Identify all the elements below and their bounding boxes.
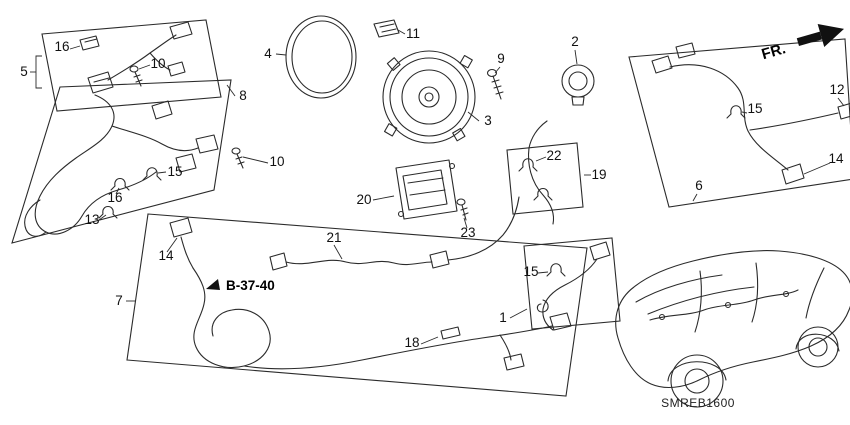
front-wheel bbox=[670, 354, 724, 408]
group-box-6 bbox=[628, 38, 850, 208]
group-box-8 bbox=[11, 79, 232, 244]
leader-lines bbox=[30, 29, 845, 345]
bolt-9 bbox=[486, 68, 504, 100]
group-box-19 bbox=[506, 142, 584, 215]
callout-4: 4 bbox=[264, 46, 272, 61]
harness-6 bbox=[651, 42, 850, 185]
harness-ref-label: B-37-40 bbox=[226, 278, 275, 293]
car-body-outline bbox=[615, 250, 850, 408]
speaker-3 bbox=[382, 50, 476, 144]
clamp-15-left bbox=[142, 167, 162, 181]
speaker-gasket-4 bbox=[285, 15, 357, 99]
connector-11 bbox=[373, 19, 400, 38]
cable-21 bbox=[269, 196, 520, 271]
group-boxes bbox=[11, 19, 850, 397]
bolt-10-left bbox=[231, 147, 245, 169]
harness-1 bbox=[536, 241, 611, 331]
callout-7: 7 bbox=[115, 293, 123, 308]
callout-2: 2 bbox=[571, 34, 579, 49]
clamp-15-bottom bbox=[546, 263, 566, 277]
ref-arrow-icon bbox=[206, 279, 220, 290]
clip-18 bbox=[440, 326, 461, 340]
car-antenna-routing bbox=[649, 289, 799, 321]
callout-9: 9 bbox=[497, 51, 505, 66]
harness-8 bbox=[24, 94, 219, 237]
callout-3: 3 bbox=[484, 113, 492, 128]
connector-16-top bbox=[79, 35, 100, 51]
clamp-13 bbox=[98, 205, 118, 219]
harness-19 bbox=[518, 120, 555, 225]
callout-8: 8 bbox=[239, 88, 247, 103]
callout-16-b: 16 bbox=[107, 190, 122, 205]
callout-1: 1 bbox=[499, 310, 507, 325]
connector-12 bbox=[837, 102, 850, 120]
clamp-22 bbox=[518, 158, 538, 172]
harness-5 bbox=[87, 21, 193, 94]
bolt-10-top bbox=[129, 65, 143, 87]
clamp-16-left bbox=[110, 177, 130, 191]
bolt-23 bbox=[456, 198, 469, 221]
rear-wheel bbox=[797, 326, 839, 368]
callout-19: 19 bbox=[591, 167, 606, 182]
callout-14-a: 14 bbox=[158, 248, 174, 263]
group-box-5 bbox=[41, 19, 222, 112]
callout-5: 5 bbox=[20, 64, 28, 79]
clamp-19-lower bbox=[533, 187, 553, 201]
antenna-base-2 bbox=[561, 64, 595, 106]
fr-arrow-icon bbox=[796, 31, 823, 46]
harness-7 bbox=[169, 217, 572, 371]
callout-14-b: 14 bbox=[828, 151, 844, 166]
callout-21: 21 bbox=[326, 230, 341, 245]
fr-label: FR. bbox=[760, 40, 788, 63]
callout-10-b: 10 bbox=[269, 154, 284, 169]
fr-arrowhead-icon bbox=[817, 23, 845, 48]
callout-12: 12 bbox=[829, 82, 844, 97]
callout-15-b: 15 bbox=[747, 101, 762, 116]
callout-15-a: 15 bbox=[167, 164, 182, 179]
callout-11: 11 bbox=[406, 26, 420, 41]
callout-18: 18 bbox=[404, 335, 419, 350]
group-box-1 bbox=[523, 237, 621, 330]
fr-direction: FR. bbox=[760, 23, 845, 63]
callout-13: 13 bbox=[84, 212, 99, 227]
callout-6: 6 bbox=[695, 178, 703, 193]
harness-ref: B-37-40 bbox=[206, 278, 275, 293]
callout-labels: 16 5 10 8 4 11 9 2 3 12 15 14 6 10 15 16… bbox=[20, 26, 844, 350]
group-box-7 bbox=[126, 213, 588, 397]
callout-16-a: 16 bbox=[54, 39, 69, 54]
callout-10-a: 10 bbox=[150, 56, 165, 71]
connector-14-right bbox=[781, 163, 805, 185]
module-20 bbox=[395, 159, 458, 220]
callout-15-c: 15 bbox=[523, 264, 538, 279]
clamp-15-right bbox=[726, 105, 746, 119]
callout-20: 20 bbox=[356, 192, 371, 207]
diagram-code: SMREB1600 bbox=[661, 396, 735, 410]
callout-22: 22 bbox=[546, 148, 561, 163]
callout-23: 23 bbox=[460, 225, 475, 240]
